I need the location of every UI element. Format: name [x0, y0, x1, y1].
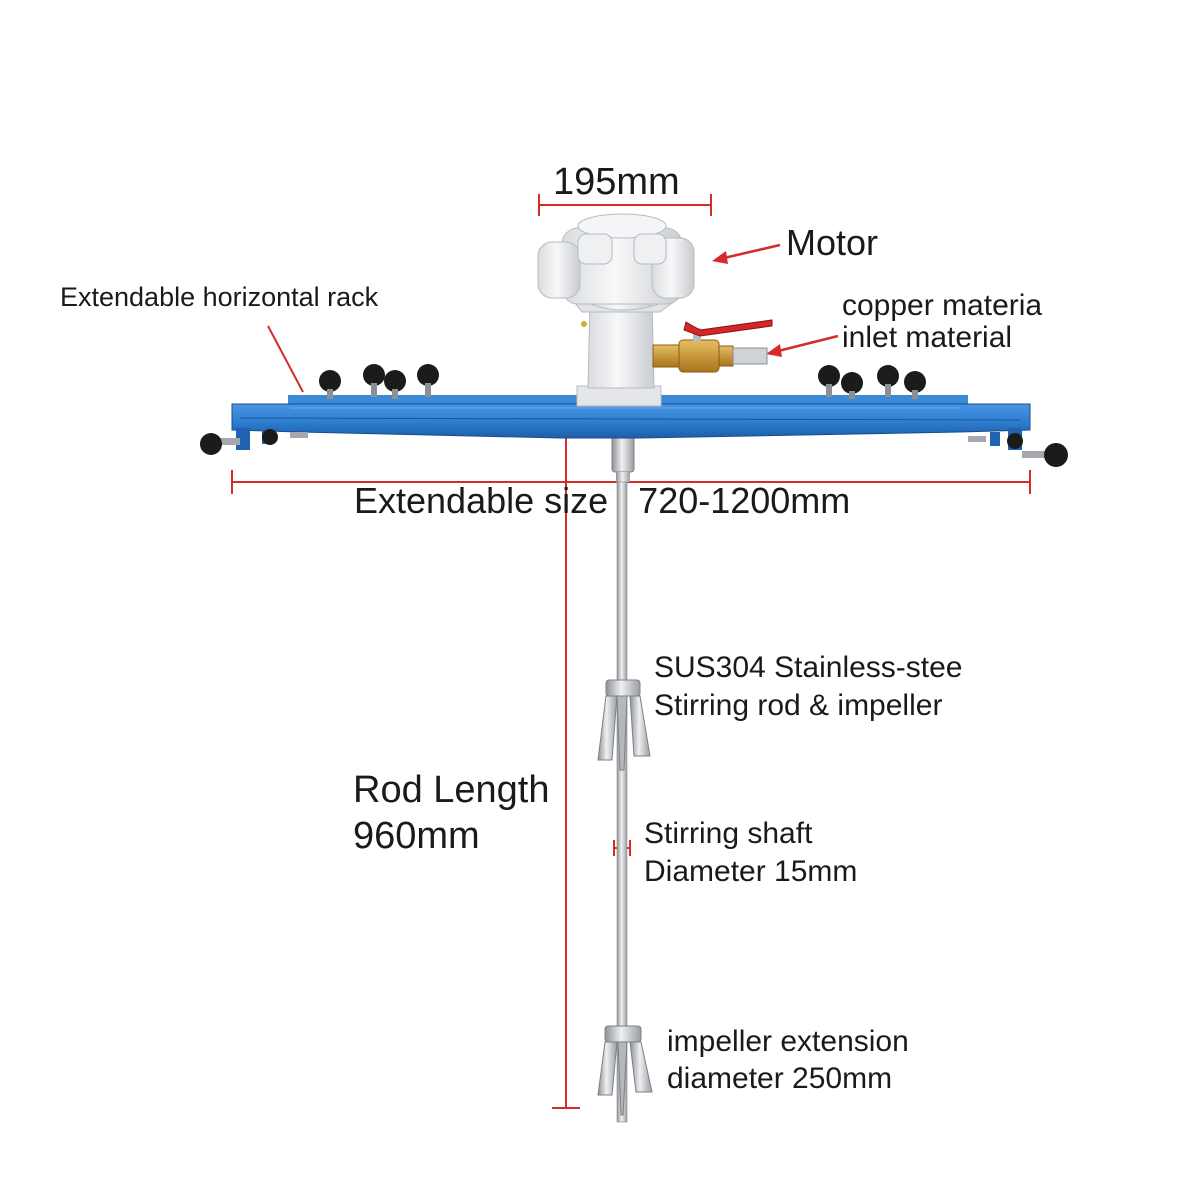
knob-icon: [363, 364, 385, 397]
knob-icon: [1007, 433, 1023, 449]
extendable-size-dimension: [231, 470, 1031, 494]
copper-inlet-valve: [652, 319, 773, 373]
inlet-label-line1: copper materia: [842, 289, 1043, 322]
knob-icon: [904, 371, 926, 399]
rod-length-label-line2: 960mm: [353, 815, 480, 857]
rod-material-label-line2: Stirring rod & impeller: [654, 689, 943, 722]
lower-impeller: [597, 1025, 653, 1116]
knob-icon: [417, 364, 439, 397]
knob-icon: [384, 370, 406, 399]
upper-impeller: [597, 679, 651, 771]
knob-icon: [877, 365, 899, 397]
knob-icon: [200, 433, 222, 455]
inlet-pointer-arrow: [766, 334, 839, 357]
inlet-label-line2: inlet material: [842, 321, 1013, 354]
clamp-knobs: [200, 364, 1068, 467]
extendable-size-label: Extendable size 720-1200mm: [354, 480, 851, 521]
impeller-label-line1: impeller extension: [667, 1025, 909, 1058]
rack-pointer-line: [267, 325, 304, 393]
stirring-shaft: [611, 429, 635, 1123]
rack-label: Extendable horizontal rack: [60, 282, 379, 312]
rod-material-label-line1: SUS304 Stainless-stee: [654, 651, 963, 684]
motor-label: Motor: [786, 222, 879, 263]
knob-icon: [841, 372, 863, 399]
motor-width-dimension: [538, 194, 712, 216]
rod-length-label-line1: Rod Length: [353, 769, 550, 811]
motor-pointer-arrow: [712, 243, 781, 264]
shaft-label-line2: Diameter 15mm: [644, 855, 858, 888]
rod-length-dimension: [552, 436, 580, 1109]
knob-icon: [319, 370, 341, 399]
knob-icon: [818, 365, 840, 397]
knob-icon: [1044, 443, 1068, 467]
pneumatic-motor: [537, 213, 695, 407]
shaft-label-line1: Stirring shaft: [644, 817, 813, 850]
impeller-label-line2: diameter 250mm: [667, 1062, 893, 1095]
motor-width-label: 195mm: [553, 161, 680, 203]
knob-icon: [262, 429, 278, 445]
